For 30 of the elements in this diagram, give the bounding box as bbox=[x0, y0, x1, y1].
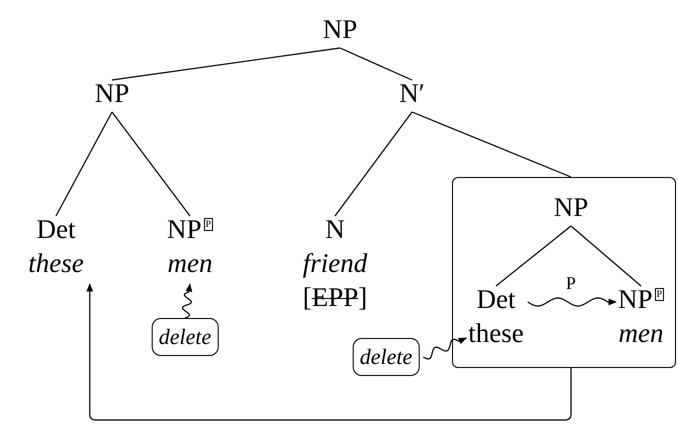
category-label: NP bbox=[94, 77, 130, 110]
tree-branch bbox=[112, 47, 340, 81]
tree-branch bbox=[112, 112, 190, 216]
category-label: NP$^{P}$ bbox=[166, 213, 214, 246]
operation-box: delete bbox=[352, 338, 420, 376]
tree-branch bbox=[334, 112, 412, 216]
category-label: N′ bbox=[399, 77, 425, 110]
operation-box: delete bbox=[152, 318, 218, 356]
category-label: NP$^{P}$ bbox=[618, 283, 664, 316]
word-label: men bbox=[168, 247, 212, 280]
category-label: NP bbox=[554, 191, 588, 224]
movement-arrow bbox=[86, 283, 572, 421]
word-label: men bbox=[618, 317, 664, 350]
category-label: NP bbox=[322, 13, 358, 46]
tree-branch bbox=[496, 226, 572, 286]
tree-branch bbox=[340, 47, 412, 81]
grouping-box bbox=[452, 177, 676, 368]
word-label: these bbox=[468, 317, 524, 350]
category-label: Det bbox=[476, 283, 516, 316]
tree-branch bbox=[412, 111, 572, 178]
squiggly-arrow bbox=[527, 297, 617, 307]
squiggly-arrow bbox=[182, 283, 192, 319]
category-label: Det bbox=[36, 213, 76, 246]
feature-label: [EPP] bbox=[302, 281, 368, 314]
squiggly-arrow bbox=[422, 337, 468, 360]
tree-branch bbox=[55, 112, 113, 216]
word-label: friend bbox=[302, 247, 368, 280]
word-label: these bbox=[28, 247, 84, 280]
tree-branch bbox=[570, 226, 642, 286]
category-label: N bbox=[325, 213, 345, 246]
